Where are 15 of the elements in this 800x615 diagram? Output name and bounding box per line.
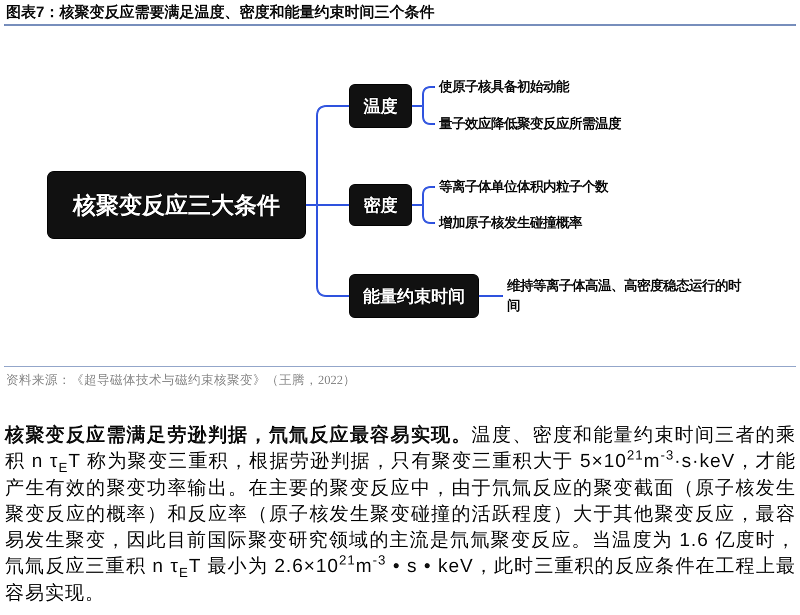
connector-line: [306, 204, 349, 297]
branch-text: 增加原子核发生碰撞概率: [435, 213, 655, 233]
connector-line: [412, 105, 435, 125]
topic-box: 密度: [349, 184, 412, 226]
branch-text: 使原子核具备初始动能: [435, 77, 635, 97]
figure-title: 图表7：核聚变反应需要满足温度、密度和能量约束时间三个条件: [6, 3, 434, 23]
branch-text: 量子效应降低聚变反应所需温度: [435, 114, 675, 134]
branch-text: 维持等离子体高温、高密度稳态运行的时间: [503, 276, 747, 316]
source-note: 资料来源：《超导磁体技术与磁约束核聚变》（王腾，2022）: [6, 372, 356, 389]
body-paragraph: 核聚变反应需满足劳逊判据，氘氚反应最容易实现。温度、密度和能量约束时间三者的乘积 n τ$_{E}$T 称为聚变三重积，根据劳逊判据，只有聚变三重积大于 5×10$^{21}$m$^{-3}$·s·keV，才能产生有效的聚变功率输出。在主要的聚变反应中，由于氘氚反应的聚变截面（原子核发生聚变反应的概率）和反应率（原子核发生聚变碰撞的活跃程度）大于其他聚变反应，最容易发生聚变，因此目前国际聚变研究领域的主流是氘氚聚变反应。当温度为 1.6 亿度时，氘氚反应三重积 n τ$_{E}$T 最小为 2.6×10$^{21}$m$^{-3}$ • s • keV，此时三重积的反应条件在工程上最容易实现。: [5, 424, 796, 606]
topic-box: 温度: [349, 84, 412, 128]
connector-line: [479, 295, 503, 297]
central-topic-box: 核聚变反应三大条件: [47, 171, 306, 239]
topic-box: 能量约束时间: [349, 274, 479, 318]
branch-text: 等离子体单位体积内粒子个数: [435, 177, 675, 197]
